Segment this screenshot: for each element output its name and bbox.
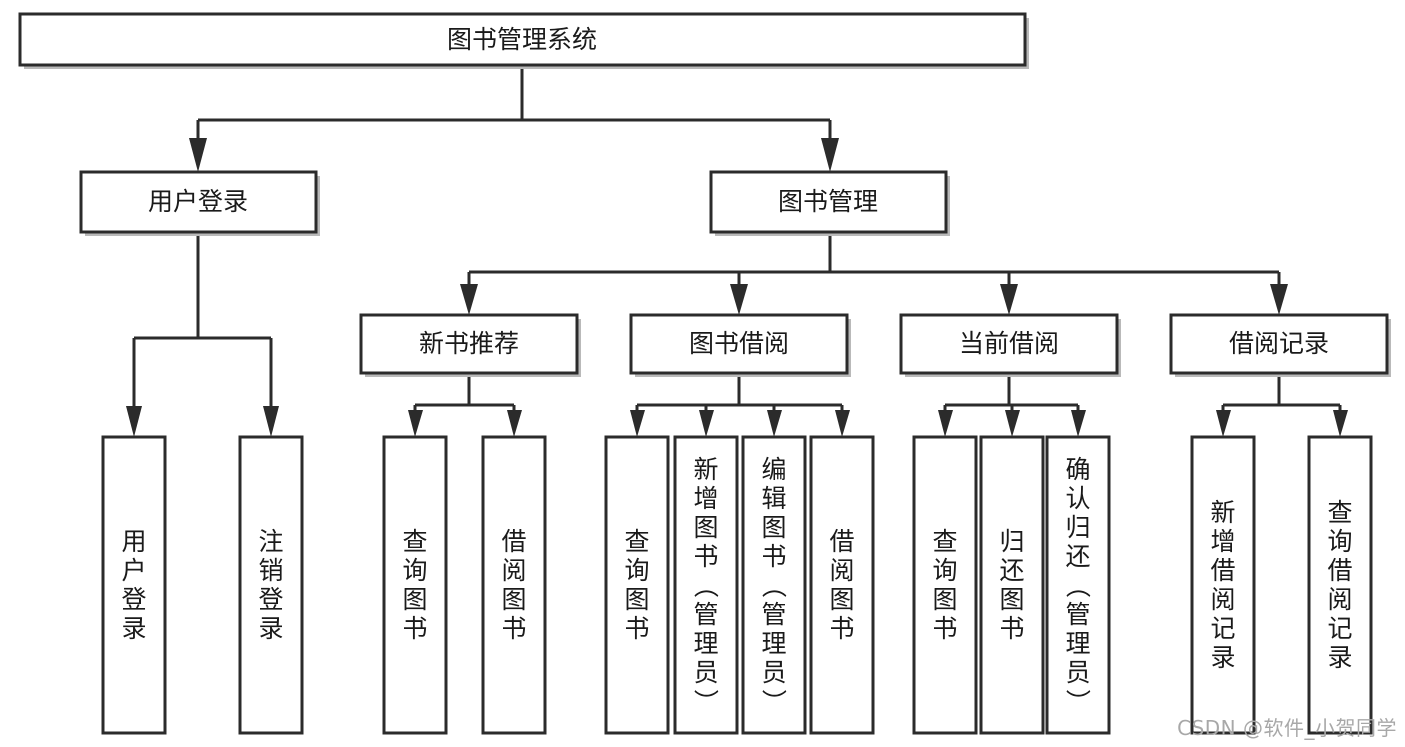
watermark-text: CSDN @软件_小贺同学 [1177,716,1397,740]
node-leaf-user-login-box[interactable] [101,435,167,735]
node-leaf-cur-return-box[interactable] [979,435,1045,735]
node-leaf-rec-add-box[interactable] [1190,435,1256,735]
leaf-box-group [101,435,1373,735]
arrowhead-leaf-cur-return [1005,410,1020,437]
node-root-label: 图书管理系统 [447,25,597,54]
node-new-book-rec-box[interactable] [359,313,579,375]
node-borrow-record-box[interactable] [1169,313,1389,375]
node-borrow-record[interactable]: 借阅记录 [1169,313,1391,377]
node-current-borrow-box[interactable] [899,313,1119,375]
arrowhead-leaf-rec-query [408,410,423,437]
arrowhead-leaf-rec-add [1216,410,1231,437]
arrowhead-book-manage [821,138,839,172]
node-book-manage-label: 图书管理 [778,187,878,216]
arrowhead-new-book-rec [460,284,478,315]
node-book-manage[interactable]: 图书管理 [709,170,950,236]
arrowhead-leaf-rec-borrow [507,410,522,437]
node-leaf-cur-query-box[interactable] [912,435,978,735]
arrowhead-leaf-user-login [126,406,142,437]
node-borrow-record-label: 借阅记录 [1229,329,1329,358]
arrowhead-leaf-rec-search [1333,410,1348,437]
node-book-borrow-box[interactable] [629,313,849,375]
node-book-borrow[interactable]: 图书借阅 [629,313,851,377]
arrowhead-leaf-cur-confirm [1071,410,1086,437]
node-leaf-borrow-lend-box[interactable] [809,435,875,735]
node-current-borrow-label: 当前借阅 [959,329,1059,358]
arrowhead-user-login [189,138,207,172]
arrowhead-leaf-borrow-edit [767,410,782,437]
node-current-borrow[interactable]: 当前借阅 [899,313,1121,377]
arrowhead-group [126,138,1348,437]
node-root[interactable]: 图书管理系统 [18,12,1029,69]
arrowhead-leaf-cur-query [938,410,953,437]
arrowhead-leaf-borrow-lend [835,410,850,437]
node-root-box[interactable] [18,12,1027,67]
node-book-manage-box[interactable] [709,170,948,234]
arrowhead-borrow-record [1270,284,1288,315]
node-leaf-rec-query-box[interactable] [382,435,448,735]
arrowhead-leaf-borrow-query [630,410,645,437]
arrowhead-leaf-user-logout [263,406,279,437]
node-leaf-rec-borrow-box[interactable] [481,435,547,735]
node-leaf-borrow-edit-box[interactable] [741,435,807,735]
arrowhead-leaf-borrow-add [699,410,714,437]
node-leaf-user-logout-box[interactable] [238,435,304,735]
node-leaf-borrow-query-box[interactable] [604,435,670,735]
node-user-login-box[interactable] [79,170,318,234]
node-user-login[interactable]: 用户登录 [79,170,320,236]
arrowhead-current-borrow [1000,284,1018,315]
arrowhead-book-borrow [730,284,748,315]
node-new-book-rec-label: 新书推荐 [419,329,519,358]
node-leaf-borrow-add-box[interactable] [673,435,739,735]
node-new-book-rec[interactable]: 新书推荐 [359,313,581,377]
node-user-login-label: 用户登录 [148,187,248,216]
node-leaf-cur-confirm-box[interactable] [1045,435,1111,735]
node-leaf-rec-search-box[interactable] [1307,435,1373,735]
node-book-borrow-label: 图书借阅 [689,329,789,358]
